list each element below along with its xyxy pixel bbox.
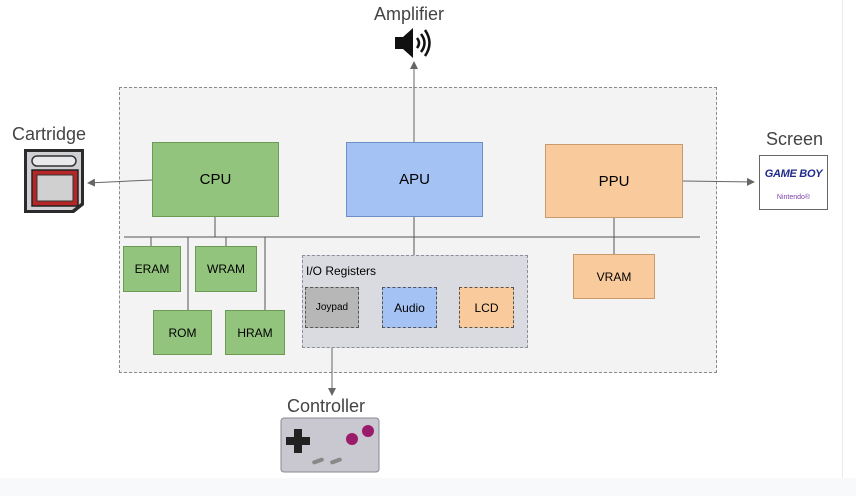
lcd-register: LCD bbox=[459, 287, 514, 328]
vram-block: VRAM bbox=[573, 254, 655, 299]
controller-label: Controller bbox=[287, 396, 366, 416]
eram-block: ERAM bbox=[123, 246, 181, 292]
ppu-to-screen-arrow bbox=[682, 177, 755, 186]
joypad-register: Joypad bbox=[305, 287, 359, 328]
cartridge-label: Cartridge bbox=[12, 124, 87, 144]
vram-label: VRAM bbox=[596, 269, 632, 284]
cartridge-icon bbox=[24, 149, 84, 213]
amplifier-label: Amplifier bbox=[374, 4, 445, 24]
eram-label: ERAM bbox=[134, 262, 170, 276]
joypad-label: Joypad bbox=[315, 302, 349, 313]
io-registers-title: I/O Registers bbox=[306, 264, 377, 278]
ppu-block: PPU bbox=[545, 144, 683, 218]
nintendo-logo-text: Nintendo® bbox=[776, 194, 811, 201]
ab-buttons-icon bbox=[346, 425, 374, 445]
lcd-label: LCD bbox=[474, 300, 499, 315]
gameboy-logo-text: GAME BOY bbox=[764, 168, 823, 180]
rom-block: ROM bbox=[153, 310, 212, 355]
dpad-icon bbox=[286, 429, 310, 453]
apu-block: APU bbox=[346, 142, 483, 217]
cpu-block: CPU bbox=[152, 142, 279, 217]
ppu-label: PPU bbox=[598, 172, 630, 190]
cpu-to-cartridge-arrow bbox=[87, 178, 153, 187]
wram-label: WRAM bbox=[207, 262, 245, 276]
controller-icon bbox=[280, 417, 380, 473]
hram-block: HRAM bbox=[225, 310, 285, 355]
wram-block: WRAM bbox=[195, 246, 257, 292]
apu-label: APU bbox=[399, 171, 430, 188]
speaker-icon bbox=[395, 28, 431, 58]
rom-label: ROM bbox=[168, 325, 197, 340]
screen-label: Screen bbox=[766, 129, 824, 149]
audio-label: Audio bbox=[394, 300, 425, 315]
page-bottom-strip bbox=[0, 478, 856, 496]
page-right-rule bbox=[842, 0, 843, 478]
gameboy-screen-icon: GAME BOY Nintendo® bbox=[759, 155, 828, 210]
hram-label: HRAM bbox=[237, 325, 273, 340]
cpu-label: CPU bbox=[199, 171, 232, 188]
audio-register: Audio bbox=[382, 287, 437, 328]
